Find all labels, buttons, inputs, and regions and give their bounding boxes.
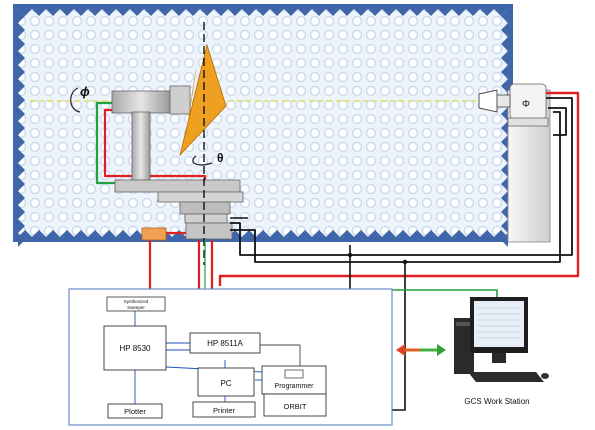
gcs-workstation <box>454 297 549 382</box>
synth-label-2: Sweeper <box>127 305 145 310</box>
source-phi-label: Φ <box>522 99 530 110</box>
programmer-display <box>285 370 303 378</box>
theta-label: θ <box>217 151 224 165</box>
mixer-block <box>142 228 166 240</box>
hp-8530-label: HP 8530 <box>120 344 152 353</box>
anechoic-chamber <box>13 4 513 247</box>
phi-label: ϕ <box>80 84 90 99</box>
pc-label: PC <box>220 379 231 388</box>
cable-junction <box>348 253 352 257</box>
network-link-arrow <box>396 344 446 356</box>
workstation-label: GCS Work Station <box>464 397 529 406</box>
printer-label: Printer <box>213 406 236 415</box>
programmer-label: Programmer <box>275 383 315 390</box>
orbit-label: ORBIT <box>284 402 307 411</box>
synth-label-1: Synthesized <box>124 299 149 304</box>
plotter-label: Plotter <box>124 407 146 416</box>
cable-junction <box>403 260 407 264</box>
hp-8511a-label: HP 8511A <box>207 339 243 348</box>
